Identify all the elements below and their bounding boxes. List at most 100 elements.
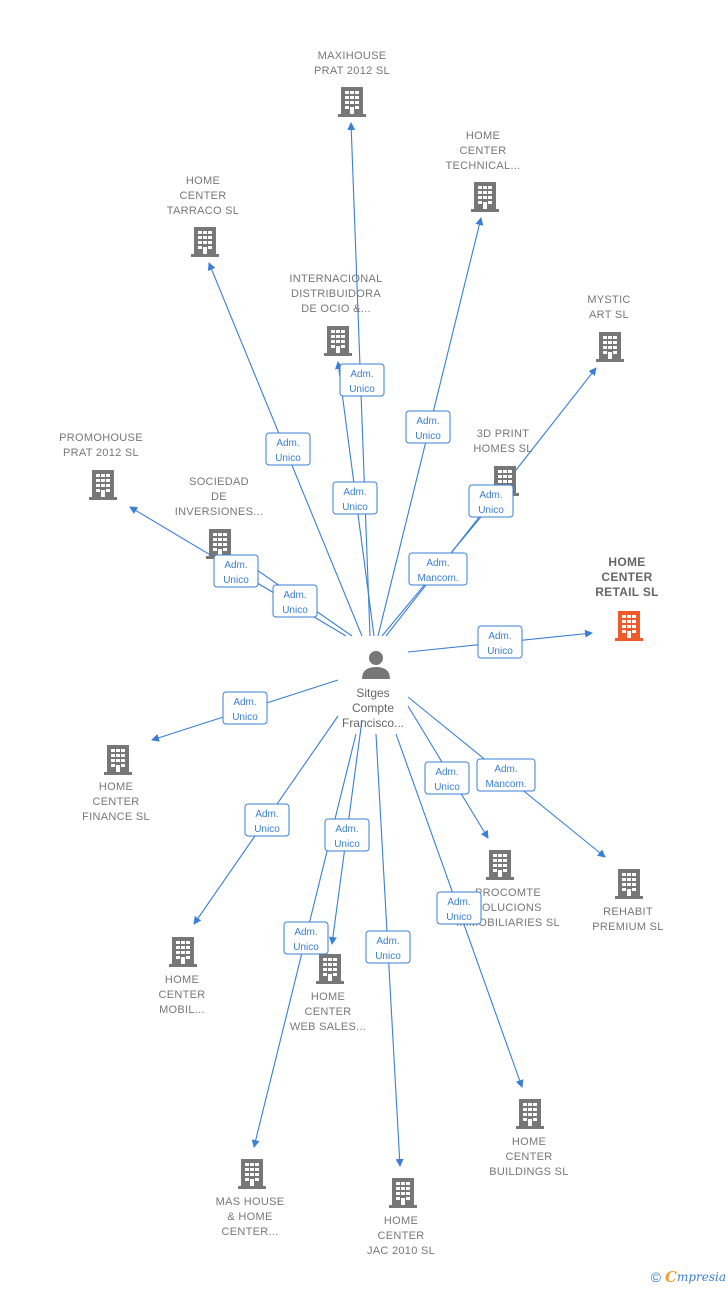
- role-badge-text: Unico: [282, 605, 308, 616]
- company-name-line: CENTER: [304, 1006, 351, 1018]
- role-badge-text: Adm.: [435, 767, 458, 778]
- role-badge-box: [244, 803, 290, 837]
- company-node-sociedad[interactable]: SOCIEDADDEINVERSIONES...: [175, 476, 264, 559]
- role-badge-box: [408, 552, 468, 586]
- role-badge-procomte[interactable]: Adm.Unico: [424, 761, 470, 795]
- role-badge-text: Adm.: [488, 631, 511, 642]
- role-badge-text: Adm.: [376, 936, 399, 947]
- role-badge-3dprint[interactable]: Adm.Unico: [468, 484, 514, 518]
- role-badge-rehabit[interactable]: Adm.Mancom.: [476, 758, 536, 792]
- building-icon: [516, 1099, 544, 1129]
- building-icon: [104, 745, 132, 775]
- company-node-mobil[interactable]: HOME CENTER MOBIL...: [158, 937, 205, 1016]
- role-badge-mashouse[interactable]: Adm.Unico: [283, 921, 329, 955]
- company-name-line: CENTER: [158, 989, 205, 1001]
- company-name-line: CENTER: [459, 145, 506, 157]
- company-name-line: HOME: [165, 974, 199, 986]
- role-badge-text: Unico: [232, 712, 258, 723]
- role-badge-technical[interactable]: Adm. Unico: [405, 410, 451, 444]
- company-name-line: PROCOMTE: [475, 887, 541, 899]
- building-icon: [615, 869, 643, 899]
- company-name-line: DE OCIO &...: [301, 303, 371, 315]
- role-badge-tarraco[interactable]: Adm.Unico: [265, 432, 311, 466]
- company-name-line: DISTRIBUIDORA: [291, 288, 381, 300]
- role-badge-text: Unico: [293, 942, 319, 953]
- company-name-line: INVERSIONES...: [175, 506, 264, 518]
- company-name-line: PREMIUM SL: [592, 921, 663, 933]
- role-badge-maxihouse[interactable]: Adm.Unico: [339, 363, 385, 397]
- building-icon: [471, 182, 499, 212]
- company-name-line: JAC 2010 SL: [367, 1245, 435, 1257]
- person-name-line-2: Compte: [352, 701, 394, 715]
- role-badge-text: Unico: [334, 839, 360, 850]
- company-name-line: CENTER: [377, 1230, 424, 1242]
- company-node-technical[interactable]: HOMECENTERTECHNICAL...: [445, 130, 520, 212]
- company-name-line: MYSTIC: [587, 294, 630, 306]
- company-node-3dprint[interactable]: 3D PRINT HOMES SL: [473, 428, 532, 496]
- company-node-buildings[interactable]: HOME CENTER BUILDINGS SL: [489, 1099, 568, 1178]
- company-name-line: 3D PRINT: [477, 428, 530, 440]
- role-badge-text: Adm.: [233, 697, 256, 708]
- role-badge-buildings[interactable]: Adm. Unico: [436, 891, 482, 925]
- company-name-line: INTERNACIONAL: [289, 273, 382, 285]
- role-badge-box: [405, 410, 451, 444]
- company-name-line: FINANCE SL: [82, 811, 150, 823]
- company-name-line: MOBIL...: [159, 1004, 205, 1016]
- building-icon: [89, 470, 117, 500]
- company-name-line: BUILDINGS SL: [489, 1166, 568, 1178]
- role-badge-text: Unico: [446, 912, 472, 923]
- role-badge-mobil[interactable]: Adm.Unico: [244, 803, 290, 837]
- company-node-tarraco[interactable]: HOME CENTER TARRACO SL: [167, 175, 239, 257]
- building-icon: [596, 332, 624, 362]
- company-name-line: REHABIT: [603, 906, 653, 918]
- role-badge-text: Unico: [275, 453, 301, 464]
- role-badge-box: [324, 818, 370, 852]
- role-badge-mystic[interactable]: Adm. Mancom.: [408, 552, 468, 586]
- role-badge-finance[interactable]: Adm. Unico: [222, 691, 268, 725]
- role-badge-text: Unico: [478, 505, 504, 516]
- company-node-mashouse[interactable]: MAS HOUSE& HOMECENTER...: [216, 1159, 285, 1238]
- company-node-rehabit[interactable]: REHABIT PREMIUM SL: [592, 869, 663, 933]
- company-name-line: CENTER: [505, 1151, 552, 1163]
- company-node-internacional[interactable]: INTERNACIONAL DISTRIBUIDORA DE OCIO &...: [289, 273, 382, 356]
- role-badge-promohouse[interactable]: Adm.Unico: [213, 554, 259, 588]
- building-icon: [316, 954, 344, 984]
- role-badge-box: [436, 891, 482, 925]
- person-name-line-1: Sitges: [356, 686, 389, 700]
- company-name-line: CENTER: [179, 190, 226, 202]
- company-name-line: HOME: [99, 781, 133, 793]
- role-badge-text: Mancom.: [417, 573, 458, 584]
- building-icon: [324, 326, 352, 356]
- role-badge-box: [477, 625, 523, 659]
- role-badge-text: Adm.: [447, 897, 470, 908]
- role-badge-box: [265, 432, 311, 466]
- company-name-line: SOLUCIONS: [474, 902, 542, 914]
- role-badge-text: Adm.: [416, 416, 439, 427]
- role-badge-sociedad[interactable]: Adm.Unico: [272, 584, 318, 618]
- company-name-line: HOME: [186, 175, 220, 187]
- role-badge-text: Unico: [254, 824, 280, 835]
- company-name-line: TARRACO SL: [167, 205, 239, 217]
- role-badge-text: Unico: [415, 431, 441, 442]
- role-badge-retail[interactable]: Adm.Unico: [477, 625, 523, 659]
- role-badge-text: Adm.: [426, 558, 449, 569]
- brand-logo-text: mpresia: [676, 1270, 726, 1284]
- company-name-line: HOMES SL: [473, 443, 532, 455]
- company-name-line: HOME: [512, 1136, 546, 1148]
- footer-brand: © C mpresia: [651, 1268, 726, 1286]
- person-node[interactable]: Sitges Compte Francisco...: [342, 651, 404, 730]
- role-badge-websales[interactable]: Adm.Unico: [324, 818, 370, 852]
- company-name-line: PROMOHOUSE: [59, 432, 143, 444]
- person-icon: [362, 651, 390, 679]
- role-badge-internacional[interactable]: Adm.Unico: [332, 481, 378, 515]
- role-badge-jac[interactable]: Adm.Unico: [365, 930, 411, 964]
